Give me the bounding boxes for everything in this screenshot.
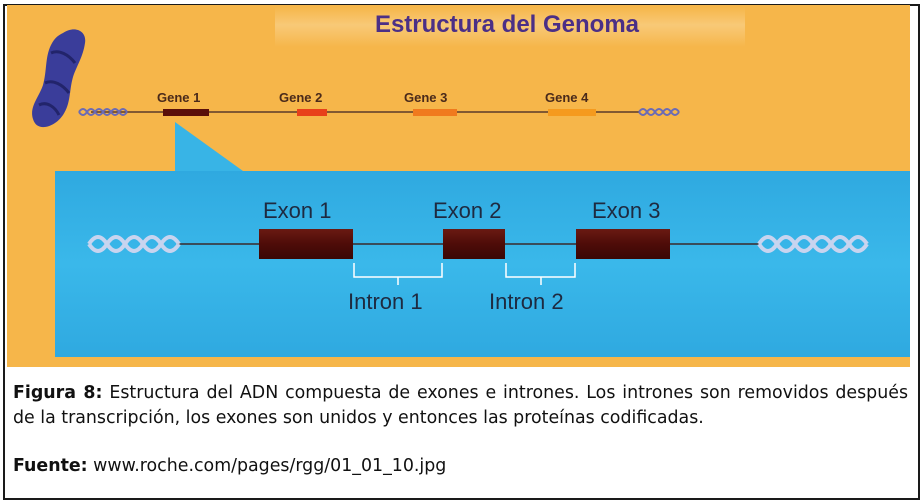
exon-1-block bbox=[259, 229, 353, 259]
dna-helix-bottom-right bbox=[757, 235, 869, 253]
exon-1-label: Exon 1 bbox=[263, 198, 332, 223]
exon-3-block bbox=[576, 229, 670, 259]
source-label: Fuente: bbox=[13, 456, 88, 476]
source-url: www.roche.com/pages/rgg/01_01_10.jpg bbox=[87, 456, 447, 476]
intron-1-label: Intron 1 bbox=[348, 289, 423, 314]
genome-structure-figure: Estructura del Genoma bbox=[7, 5, 910, 367]
zoom-panel bbox=[55, 171, 910, 357]
gene-2-label: Gene 2 bbox=[279, 90, 322, 105]
zoom-pointer bbox=[175, 122, 243, 171]
gene-3-segment bbox=[413, 109, 457, 116]
caption-text: Estructura del ADN compuesta de exones e… bbox=[13, 383, 909, 428]
figure-source: Fuente: www.roche.com/pages/rgg/01_01_10… bbox=[13, 456, 908, 476]
gene-4-label: Gene 4 bbox=[545, 90, 589, 105]
intron-2-label: Intron 2 bbox=[489, 289, 564, 314]
figure-title: Estructura del Genoma bbox=[374, 11, 640, 38]
gene-3-label: Gene 3 bbox=[404, 90, 447, 105]
exon-2-block bbox=[443, 229, 505, 259]
genome-diagram-svg: Gene 1 Gene 2 Gene 3 Gene 4 Exon 1 Exon … bbox=[32, 29, 910, 357]
title-band bbox=[275, 7, 745, 47]
dna-helix-top-right bbox=[638, 108, 680, 116]
gene-2-segment bbox=[297, 109, 327, 116]
figure-caption: Figura 8: Estructura del ADN compuesta d… bbox=[13, 381, 908, 431]
dna-helix-bottom-left bbox=[87, 235, 181, 253]
caption-label: Figura 8: bbox=[13, 383, 103, 403]
exon-2-label: Exon 2 bbox=[433, 198, 502, 223]
exon-3-label: Exon 3 bbox=[592, 198, 661, 223]
gene-4-segment bbox=[548, 109, 596, 116]
dna-helix-top-left bbox=[78, 108, 128, 116]
chromosome-icon bbox=[32, 29, 86, 128]
gene-1-label: Gene 1 bbox=[157, 90, 200, 105]
gene-1-segment bbox=[163, 109, 209, 116]
